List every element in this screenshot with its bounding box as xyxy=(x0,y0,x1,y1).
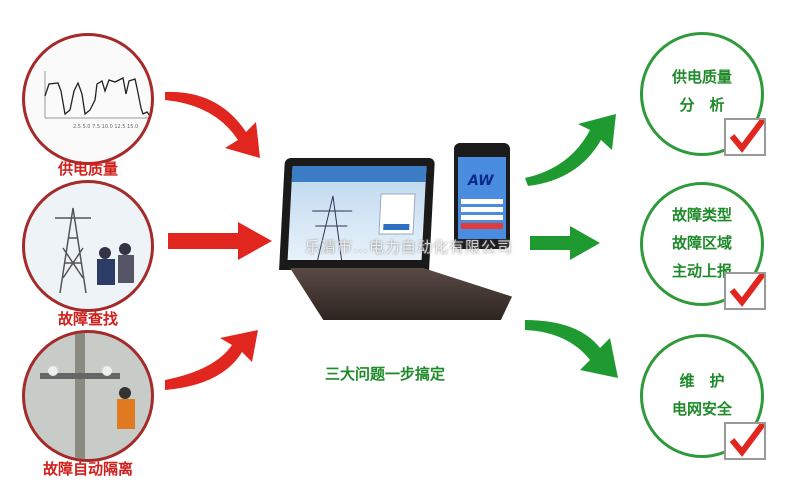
power-quality-image: 2.5 5.0 7.5 10.0 12.5 15.0 xyxy=(22,33,154,165)
result-line: 维 护 xyxy=(679,372,725,390)
lineman-on-pole-icon xyxy=(40,333,135,459)
check-icon xyxy=(724,114,769,156)
green-arrow-1 xyxy=(525,114,616,186)
smartphone-image: AW xyxy=(454,143,510,249)
laptop-screen xyxy=(287,166,427,261)
laptop-base xyxy=(290,268,512,320)
result-fault-report: 故障类型 故障区域 主动上报 xyxy=(640,182,764,306)
phone-screen: AW xyxy=(458,157,506,239)
result-line: 主动上报 xyxy=(671,262,732,280)
check-icon xyxy=(724,268,769,310)
svg-text:2.5 5.0 7.5 10.0 12.5 15.0: 2.5 5.0 7.5 10.0 12.5 15.0 xyxy=(73,124,138,130)
svg-text:AW: AW xyxy=(467,173,494,189)
red-arrow-1 xyxy=(165,91,260,158)
left-label-power-quality: 供电质量 xyxy=(57,160,118,178)
center-caption: 三大问题一步搞定 xyxy=(325,365,446,383)
result-line: 供电质量 xyxy=(671,68,732,86)
red-arrow-3 xyxy=(165,330,258,390)
laptop-image xyxy=(279,158,435,270)
result-line: 分 析 xyxy=(679,96,725,114)
app-logo-icon: AW xyxy=(461,173,503,229)
green-arrow-3 xyxy=(525,320,618,378)
green-arrow-2 xyxy=(530,226,600,260)
transmission-tower-icon xyxy=(55,207,134,294)
result-line: 电网安全 xyxy=(671,400,732,418)
left-label-fault-isolation: 故障自动隔离 xyxy=(42,460,133,478)
tower-login-screen-icon xyxy=(291,166,427,261)
fault-isolation-image xyxy=(22,330,154,462)
company-watermark: 乐清市…电力自动化有限公司 xyxy=(305,238,514,256)
fault-finding-image xyxy=(22,180,154,312)
waveform-chart-icon: 2.5 5.0 7.5 10.0 12.5 15.0 xyxy=(44,71,151,130)
check-icon xyxy=(724,418,769,460)
result-line: 故障区域 xyxy=(671,234,732,252)
result-grid-maintenance: 维 护 电网安全 xyxy=(640,334,764,458)
red-arrow-2 xyxy=(168,222,272,260)
result-line: 故障类型 xyxy=(671,206,732,224)
left-label-fault-finding: 故障查找 xyxy=(57,310,118,328)
